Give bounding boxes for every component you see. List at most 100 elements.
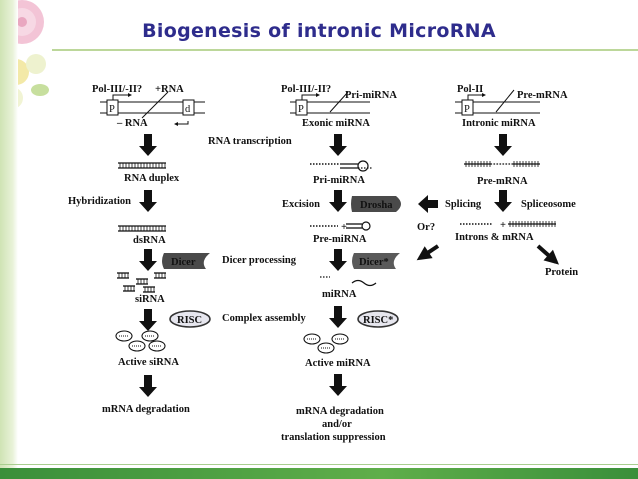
- title-underline: [52, 49, 638, 51]
- active-sirna-complex-3: [148, 340, 166, 352]
- and-or-label: and/or: [322, 419, 352, 430]
- middle-arrow-1: [329, 134, 347, 156]
- complex-assembly-label: Complex assembly: [222, 313, 306, 324]
- sirna-fragment-1: [136, 278, 148, 285]
- left-promoter-label: Pol-III/-II?: [92, 84, 142, 95]
- left-arrow-4: [139, 309, 157, 331]
- active-mirna-complex-0: [303, 333, 321, 345]
- slide-title: Biogenesis of intronic MicroRNA: [142, 20, 496, 42]
- active-mirna-complex-2: [317, 342, 335, 354]
- left-arrow-5: [139, 375, 157, 397]
- middle-arrow-5: [329, 374, 347, 396]
- left-duplex-label: RNA duplex: [124, 173, 180, 184]
- excision-label: Excision: [282, 199, 320, 210]
- middle-promoter-label: Pol-III/-II?: [281, 84, 331, 95]
- or-diagonal-arrow-head: [416, 246, 433, 261]
- drosha-enzyme: Drosha: [351, 196, 401, 212]
- right-p-box-label: P: [464, 104, 470, 115]
- hybridization-label: Hybridization: [68, 196, 131, 207]
- left-p-box-label: P: [109, 104, 115, 115]
- right-column: Pol-II Pre-mRNA P Intronic miRNA Pre-mRN…: [417, 84, 578, 278]
- right-promoter-label: Pol-II: [457, 84, 483, 95]
- active-mirna-label: Active miRNA: [305, 358, 371, 369]
- sirna-fragment-3: [123, 285, 135, 292]
- intronic-mirna-label: Intronic miRNA: [462, 118, 536, 129]
- dicer-star-enzyme: Dicer*: [352, 253, 400, 269]
- active-mirna-complex-1: [331, 333, 349, 345]
- left-mrna-degradation-label: mRNA degradation: [102, 404, 190, 415]
- dicer-label: Dicer: [171, 257, 196, 268]
- dsrna-strand: [118, 225, 166, 232]
- footer-rule: [0, 464, 638, 465]
- translation-suppression-label: translation suppression: [281, 432, 386, 443]
- risc-label: RISC: [177, 315, 202, 326]
- exonic-mirna-label: Exonic miRNA: [302, 118, 370, 129]
- sirna-fragment-4: [143, 286, 155, 293]
- rna-strand-figures: [115, 160, 556, 354]
- right-arrow-1: [494, 134, 512, 156]
- risc-star-enzyme: RISC*: [357, 310, 399, 328]
- mirna-label: miRNA: [322, 289, 357, 300]
- right-rna-strand-diagonal: [495, 89, 515, 113]
- protein-diagonal-arrow-head: [543, 249, 559, 265]
- plus-sign-middle: +: [341, 222, 347, 233]
- right-promoter-box: [461, 99, 474, 116]
- process-arrows: [139, 134, 559, 397]
- middle-arrow-3: [329, 249, 347, 271]
- dicer-enzyme: Dicer: [162, 253, 210, 269]
- pri-mirna-label: Pri-miRNA: [313, 175, 365, 186]
- dicer-processing-label: Dicer processing: [222, 255, 297, 266]
- middle-arrow-4: [329, 306, 347, 328]
- active-sirna-label: Active siRNA: [118, 357, 179, 368]
- pre-mirna-label: Pre-miRNA: [313, 234, 367, 245]
- pri-mirna-hairpin: [310, 160, 372, 172]
- left-reverse-arrow-icon: [174, 121, 189, 126]
- left-promoter-box: [106, 99, 119, 116]
- active-sirna-complex-1: [141, 330, 159, 342]
- middle-arrow-2: [329, 190, 347, 212]
- dsrna-label: dsRNA: [133, 235, 166, 246]
- left-d-box-label: d: [185, 104, 191, 115]
- active-sirna-complex-0: [115, 330, 133, 342]
- left-minus-rna-label: – RNA: [116, 118, 148, 129]
- left-arrow-2: [139, 190, 157, 212]
- risc-enzyme: RISC: [169, 310, 211, 328]
- introns-mrna-label: Introns & mRNA: [455, 232, 534, 243]
- active-sirna-complex-2: [128, 340, 146, 352]
- left-column: Pol-III/-II? +RNA P d – RNA RNA duplex H…: [68, 84, 205, 415]
- plus-sign-right: +: [500, 220, 506, 231]
- protein-label: Protein: [545, 267, 578, 278]
- middle-p-box-label: P: [298, 104, 304, 115]
- or-label: Or?: [417, 222, 435, 233]
- splicing-left-arrow: [418, 195, 438, 213]
- rna-duplex-strand: [118, 162, 166, 169]
- pre-mirna-hairpin: [346, 221, 371, 231]
- left-d-box: [182, 99, 195, 116]
- sirna-fragment-0: [117, 272, 129, 279]
- left-plus-rna-label: +RNA: [155, 84, 184, 95]
- middle-column: Pol-III/-II? Pri-miRNA P Exonic miRNA RN…: [208, 84, 397, 443]
- middle-pri-mirna-top-label: Pri-miRNA: [345, 90, 397, 101]
- middle-rna-strand-diagonal: [329, 91, 349, 113]
- sirna-fragment-2: [154, 272, 166, 279]
- middle-promoter-box: [295, 99, 308, 116]
- drosha-label: Drosha: [360, 200, 393, 211]
- right-arrow-2: [494, 190, 512, 212]
- left-arrow-1: [139, 134, 157, 156]
- splicing-label: Splicing: [445, 199, 482, 210]
- sirna-label: siRNA: [135, 294, 165, 305]
- left-arrow-3: [139, 249, 157, 271]
- risc-star-label: RISC*: [363, 315, 393, 326]
- footer-band: [0, 468, 638, 479]
- spliceosome-label: Spliceosome: [521, 199, 576, 210]
- mrna-strand: [508, 221, 556, 227]
- left-decoration-bar: [0, 0, 18, 479]
- dicer-star-label: Dicer*: [359, 257, 389, 268]
- right-pre-mrna-top-label: Pre-mRNA: [517, 90, 568, 101]
- mirna-strand: [320, 276, 377, 287]
- pre-mrna-strand: [464, 161, 540, 167]
- left-rna-strand-diagonal: [141, 91, 169, 119]
- rna-transcription-label: RNA transcription: [208, 136, 292, 147]
- pre-mrna-label: Pre-mRNA: [477, 176, 528, 187]
